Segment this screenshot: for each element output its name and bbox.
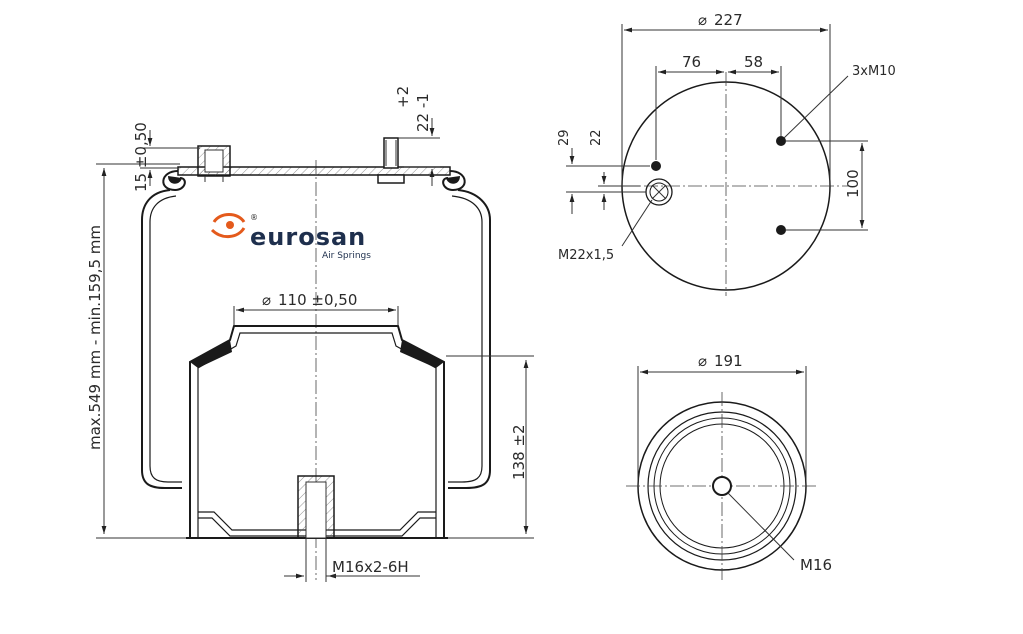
- bottom-view: ⌀ 191 M16: [626, 352, 832, 580]
- top-diameter-symbol: ⌀: [698, 11, 707, 29]
- bottom-diameter-symbol: ⌀: [698, 352, 707, 370]
- spacing-100-label: 100: [844, 169, 862, 198]
- dim-height-range: max.549 mm - min.159,5 mm: [86, 163, 186, 539]
- dim-stud-height: +2 22 -1: [394, 86, 440, 186]
- logo-tagline: Air Springs: [322, 251, 371, 261]
- offset-right-label: 58: [744, 53, 763, 71]
- bottom-thread-label: M16x2-6H: [332, 558, 409, 576]
- offset-left-label: 76: [682, 53, 701, 71]
- bottom-thread-hole: [712, 476, 732, 496]
- bottom-thread-m16-label: M16: [800, 556, 832, 574]
- dim-bottom-thread: M16x2-6H: [284, 538, 420, 582]
- rubber-bellow: [141, 189, 491, 489]
- top-diameter-label: 227: [714, 11, 743, 29]
- plate-offset-label: 15 ±0,50: [132, 122, 150, 192]
- dim-top-vertical: 29 22: [557, 129, 650, 214]
- top-view: ⌀ 227 76 58 3xM10 29 22: [557, 11, 896, 296]
- dim-bottom-thread-leader: M16: [727, 492, 832, 574]
- air-inlet-hole: [645, 178, 673, 206]
- dim-top-diameter: ⌀ 227: [621, 11, 831, 186]
- air-inlet-label: M22x1,5: [558, 248, 614, 263]
- bolt-hole-left: [651, 161, 661, 171]
- height-range-label: max.549 mm - min.159,5 mm: [86, 225, 104, 450]
- dim-plate-offset: 15 ±0,50: [132, 122, 200, 192]
- piston-diameter-symbol: ⌀: [262, 291, 271, 309]
- dim-air-inlet: M22x1,5: [558, 199, 653, 263]
- air-inlet-fitting: [197, 145, 231, 182]
- dim-top-offsets: 76 58: [655, 53, 782, 160]
- logo-brand: eurosan: [250, 223, 366, 251]
- vertical-22-label: 22: [589, 129, 604, 146]
- piston: [186, 325, 448, 539]
- stud-height-label: 22 -1: [414, 93, 432, 132]
- piston-diameter-label: 110 ±0,50: [278, 291, 357, 309]
- mounting-stud: [377, 137, 405, 184]
- side-view: max.549 mm - min.159,5 mm 15 ±0,50 +2 22…: [86, 86, 534, 582]
- top-plate: [162, 166, 466, 192]
- eurosan-logo: ® eurosan Air Springs: [210, 213, 371, 261]
- dim-piston-height: 138 ±2: [446, 355, 534, 539]
- bolt-hole-bottom: [776, 225, 786, 235]
- dim-bolts: 3xM10: [783, 64, 896, 139]
- registered-mark: ®: [250, 213, 258, 222]
- stud-height-tol: +2: [394, 86, 412, 108]
- vertical-29-label: 29: [557, 129, 572, 146]
- bolts-label: 3xM10: [852, 64, 896, 79]
- dim-bottom-diameter: ⌀ 191: [637, 352, 807, 486]
- piston-height-label: 138 ±2: [510, 424, 528, 480]
- bolt-hole-top: [776, 136, 786, 146]
- bottom-diameter-label: 191: [714, 352, 743, 370]
- swirl-icon: [210, 213, 246, 238]
- dim-piston-diameter: ⌀ 110 ±0,50: [233, 291, 399, 326]
- dim-top-spacing: 100: [786, 140, 868, 231]
